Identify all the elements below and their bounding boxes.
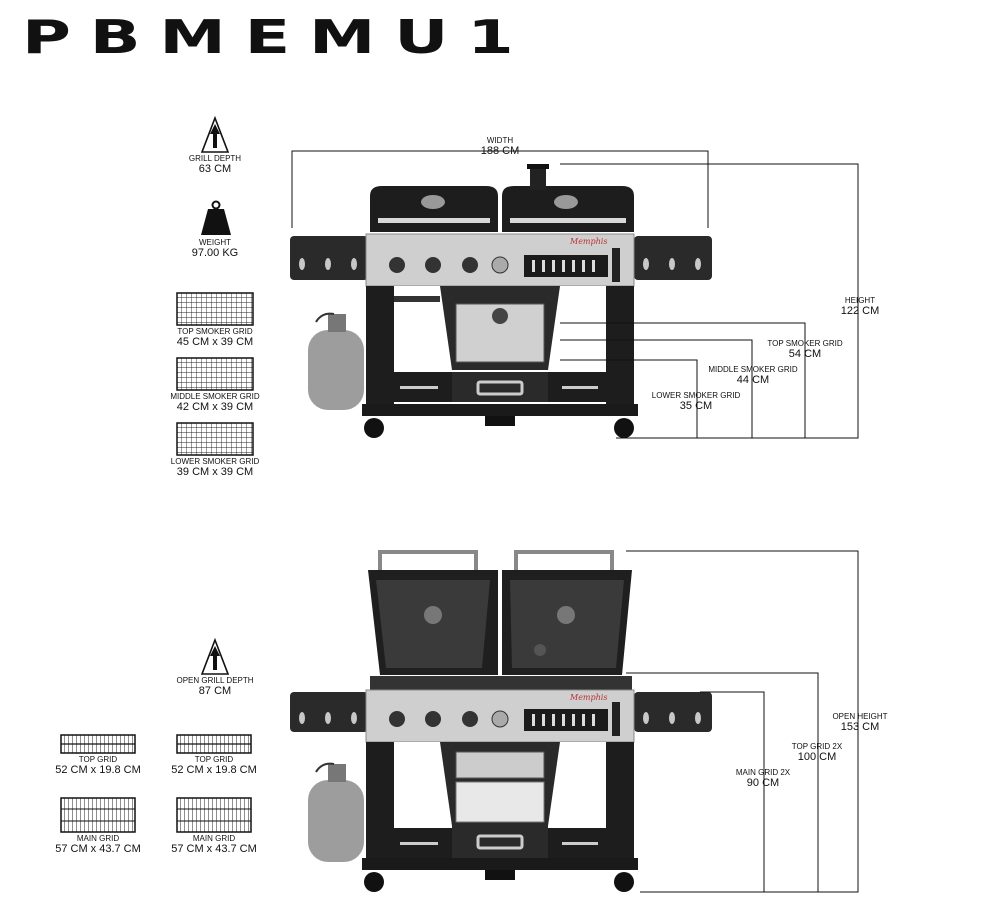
height-value: 122 CM <box>840 305 880 317</box>
weight-label: WEIGHT <box>199 238 231 247</box>
top-smoker-grid-value: 45 CM x 39 CM <box>176 336 254 348</box>
closed-dimension-lines <box>291 150 859 439</box>
top-grid-icon-left <box>60 734 136 754</box>
weight-icon <box>201 200 231 235</box>
top-smoker-grid-icon <box>176 292 254 326</box>
main-grid-label-left: MAIN GRID <box>76 834 120 843</box>
lower-smoker-height-value: 35 CM <box>679 400 713 412</box>
width-label: WIDTH <box>486 136 514 145</box>
main-grid-height-dimension: MAIN GRID 2X 90 CM <box>713 768 813 789</box>
grill-depth-caption: GRILL DEPTH 63 CM <box>165 154 265 175</box>
width-value: 188 CM <box>480 145 520 157</box>
top-grid-value-right: 52 CM x 19.8 CM <box>171 764 257 776</box>
open-grill-depth-value: 87 CM <box>198 685 232 697</box>
lower-smoker-grid-caption: LOWER SMOKER GRID 39 CM x 39 CM <box>150 457 280 478</box>
lower-smoker-height-label: LOWER SMOKER GRID <box>651 391 741 400</box>
middle-smoker-height-dimension: MIDDLE SMOKER GRID 44 CM <box>703 365 803 386</box>
middle-smoker-height-value: 44 CM <box>736 374 770 386</box>
depth-arrow-icon <box>200 115 230 153</box>
lower-smoker-grid-icon <box>176 422 254 456</box>
top-smoker-height-label: TOP SMOKER GRID <box>767 339 843 348</box>
lower-smoker-grid-label: LOWER SMOKER GRID <box>170 457 260 466</box>
top-smoker-grid-label: TOP SMOKER GRID <box>177 327 253 336</box>
main-grid-height-value: 90 CM <box>746 777 780 789</box>
open-height-value: 153 CM <box>840 721 880 733</box>
top-grid-caption-right: TOP GRID 52 CM x 19.8 CM <box>161 755 267 776</box>
open-grill-depth-caption: OPEN GRILL DEPTH 87 CM <box>160 676 270 697</box>
height-dimension: HEIGHT 122 CM <box>810 296 910 317</box>
height-label: HEIGHT <box>844 296 876 305</box>
main-grid-value-left: 57 CM x 43.7 CM <box>55 843 141 855</box>
main-grid-value-right: 57 CM x 43.7 CM <box>171 843 257 855</box>
open-height-dimension: OPEN HEIGHT 153 CM <box>810 712 910 733</box>
top-grid-label-right: TOP GRID <box>194 755 234 764</box>
top-smoker-grid-caption: TOP SMOKER GRID 45 CM x 39 CM <box>150 327 280 348</box>
middle-smoker-grid-caption: MIDDLE SMOKER GRID 42 CM x 39 CM <box>150 392 280 413</box>
lower-smoker-grid-value: 39 CM x 39 CM <box>176 466 254 478</box>
middle-smoker-grid-icon <box>176 357 254 391</box>
open-grill-depth-label: OPEN GRILL DEPTH <box>176 676 254 685</box>
main-grid-height-label: MAIN GRID 2X <box>735 768 791 777</box>
open-brand-logo: Memphis <box>570 693 608 702</box>
middle-smoker-height-label: MIDDLE SMOKER GRID <box>708 365 798 374</box>
main-grid-icon-left <box>60 797 136 833</box>
model-title: PBMEMU1 <box>22 10 533 64</box>
middle-smoker-grid-label: MIDDLE SMOKER GRID <box>170 392 260 401</box>
top-smoker-height-dimension: TOP SMOKER GRID 54 CM <box>755 339 855 360</box>
main-grid-caption-right: MAIN GRID 57 CM x 43.7 CM <box>161 834 267 855</box>
grill-depth-label: GRILL DEPTH <box>188 154 242 163</box>
weight-caption: WEIGHT 97.00 KG <box>165 238 265 259</box>
middle-smoker-grid-value: 42 CM x 39 CM <box>176 401 254 413</box>
main-grid-caption-left: MAIN GRID 57 CM x 43.7 CM <box>45 834 151 855</box>
top-grid-height-label: TOP GRID 2X <box>791 742 843 751</box>
top-grid-icon-right <box>176 734 252 754</box>
main-grid-label-right: MAIN GRID <box>192 834 236 843</box>
lower-smoker-height-dimension: LOWER SMOKER GRID 35 CM <box>646 391 746 412</box>
top-smoker-height-value: 54 CM <box>788 348 822 360</box>
top-grid-label-left: TOP GRID <box>78 755 118 764</box>
top-grid-caption-left: TOP GRID 52 CM x 19.8 CM <box>45 755 151 776</box>
open-depth-arrow-icon <box>200 637 230 675</box>
main-grid-icon-right <box>176 797 252 833</box>
top-grid-value-left: 52 CM x 19.8 CM <box>55 764 141 776</box>
closed-brand-logo: Memphis <box>570 237 608 246</box>
open-height-label: OPEN HEIGHT <box>832 712 888 721</box>
top-grid-height-dimension: TOP GRID 2X 100 CM <box>767 742 867 763</box>
closed-grill-illustration <box>290 164 712 438</box>
weight-value: 97.00 KG <box>191 247 239 259</box>
grill-depth-value: 63 CM <box>198 163 232 175</box>
width-dimension: WIDTH 188 CM <box>450 136 550 157</box>
top-grid-height-value: 100 CM <box>797 751 837 763</box>
